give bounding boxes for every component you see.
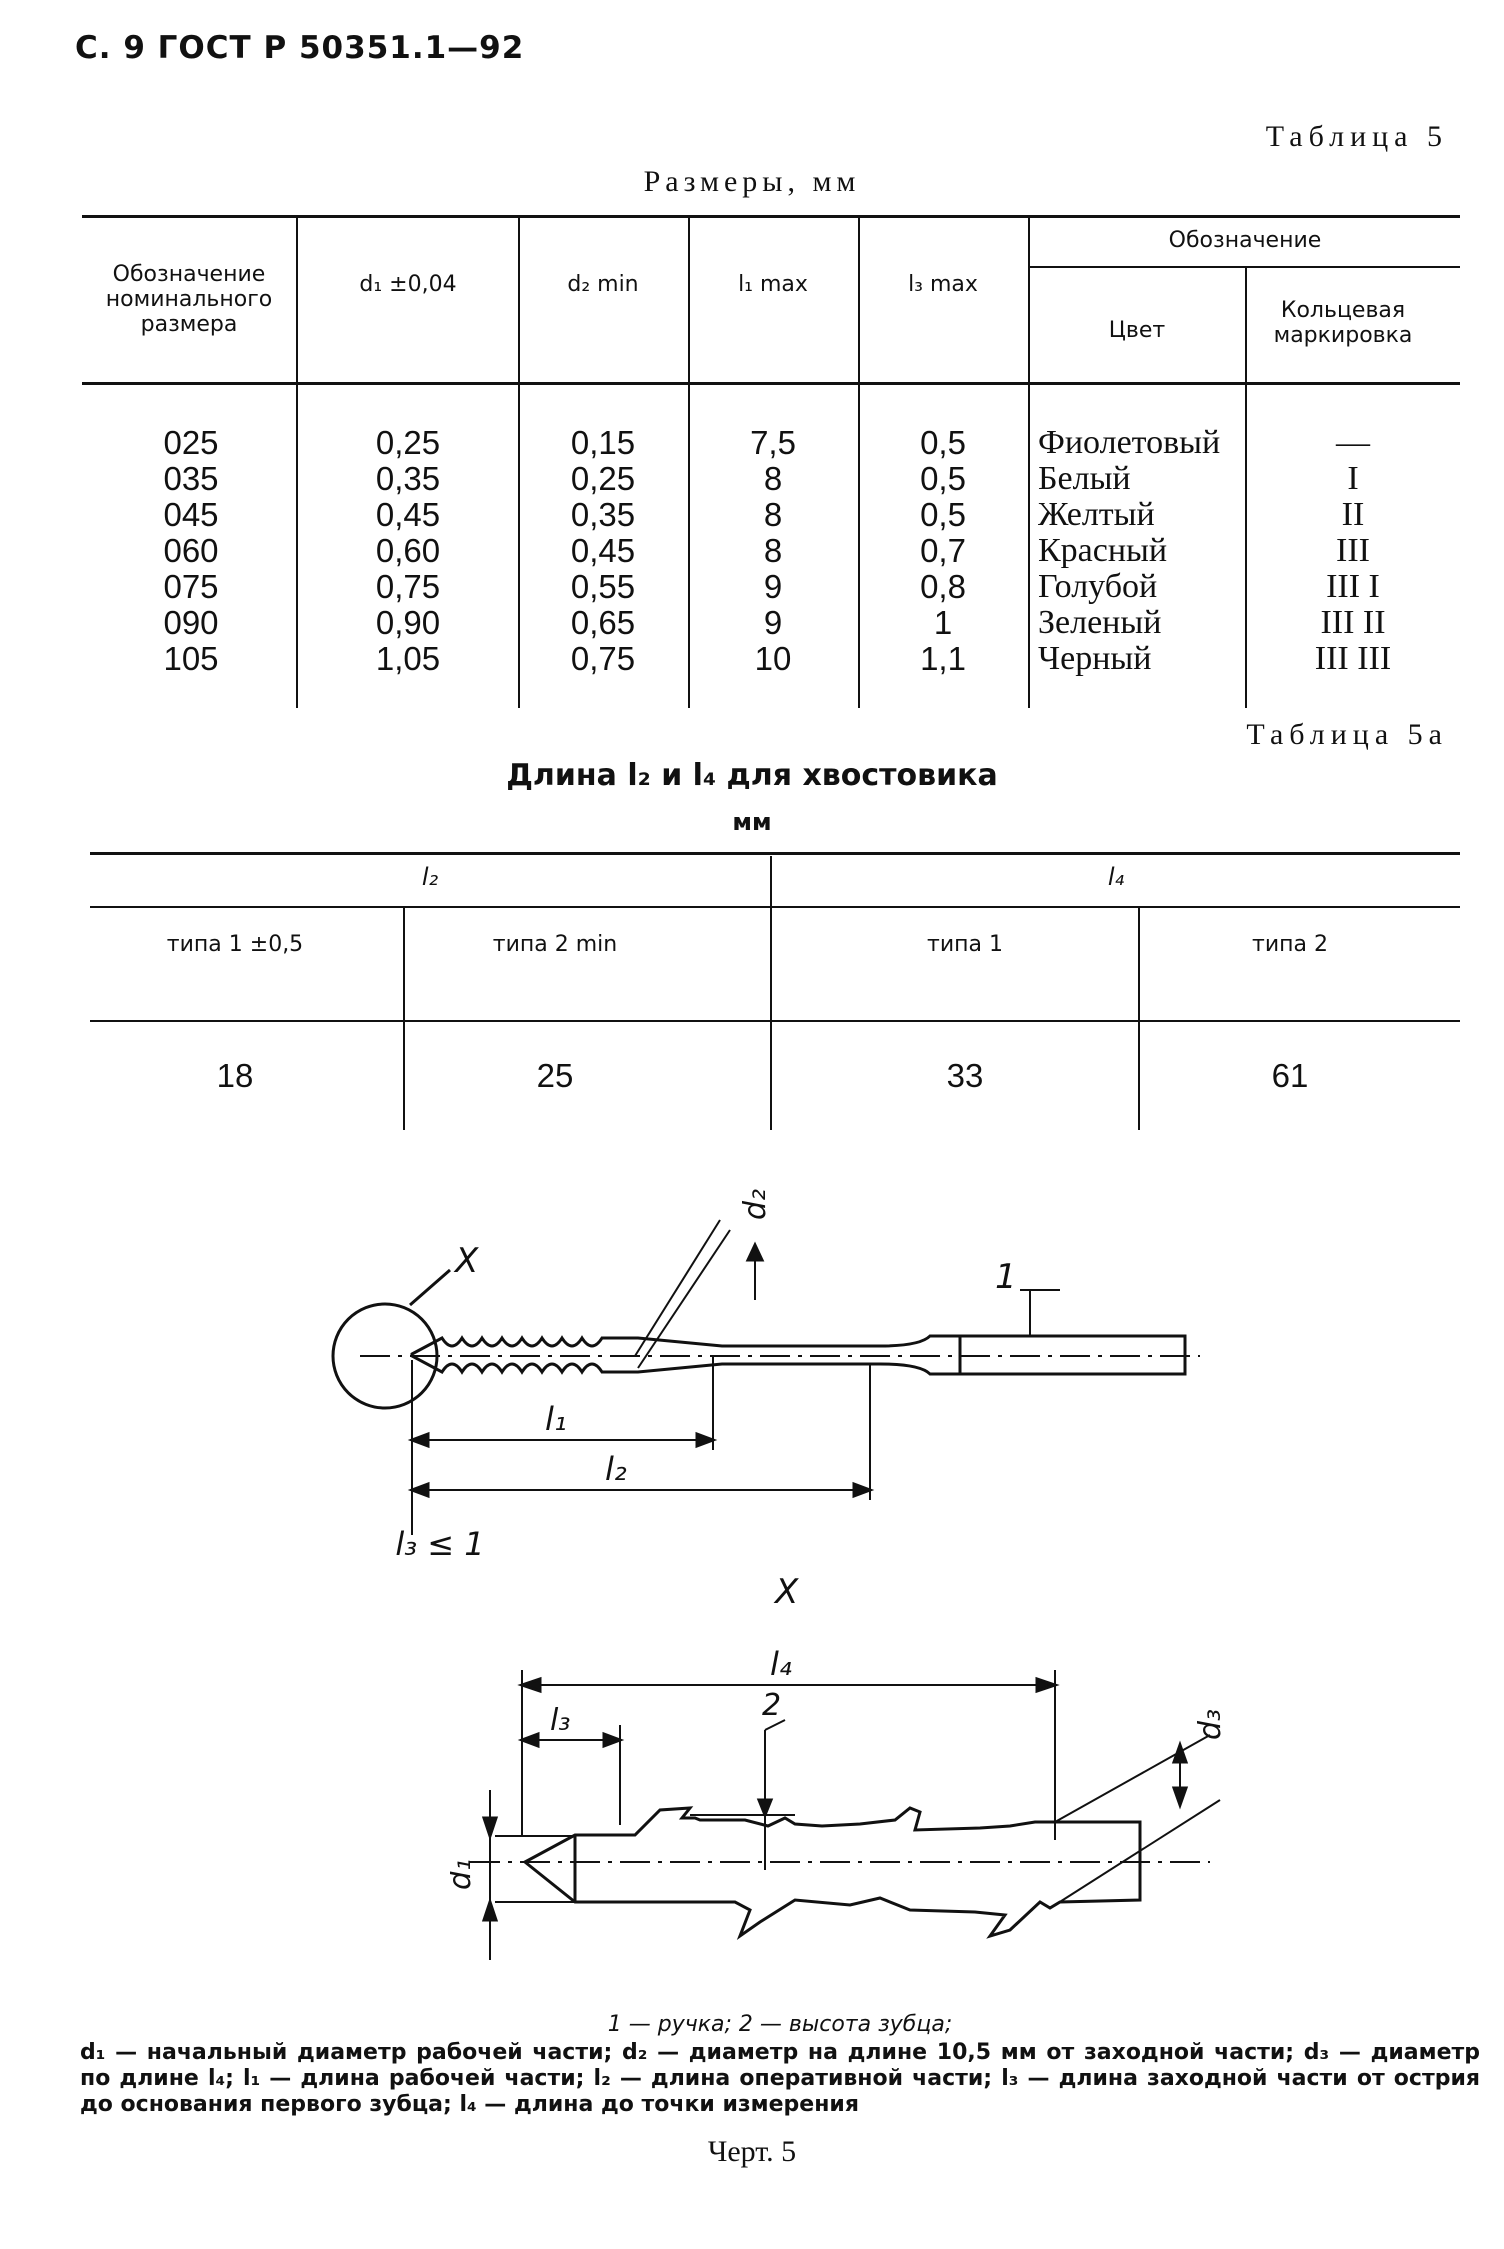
cell-d2: 0,25: [570, 460, 636, 497]
cell-d2: 0,35: [570, 496, 636, 533]
cell-nominal: 090: [163, 604, 219, 641]
cell-color: Белый: [1038, 460, 1131, 497]
cell-d2: 0,65: [570, 604, 636, 641]
subheader-l2-type1: типа 1 ±0,5: [166, 932, 304, 957]
cell-l3: 1: [933, 604, 953, 641]
table5a-unit: мм: [732, 808, 772, 836]
legend-definitions: d₁ — начальный диаметр рабочей части; d₂…: [80, 2040, 1480, 2117]
table5a-caption: Длина l₂ и l₄ для хвостовика: [506, 758, 998, 793]
cell-d1: 0,75: [375, 568, 441, 605]
cell-d2: 0,45: [570, 532, 636, 569]
cell-l1: 9: [763, 604, 783, 641]
cell-d2: 0,75: [570, 640, 636, 677]
label-d1: d₁: [450, 1859, 478, 1890]
cell-color: Зеленый: [1038, 604, 1162, 641]
label-d2: d₂: [738, 1189, 773, 1220]
cell-ring: III II: [1320, 604, 1386, 641]
cell-color: Фиолетовый: [1038, 424, 1221, 461]
cell-l3: 0,5: [920, 460, 966, 497]
header-d2: d₂ min: [567, 272, 639, 297]
header-d1: d₁ ±0,04: [359, 272, 457, 297]
drawing-overview: X d₂ 1 l₁ l₂ l₃ ≤ 1: [331, 1189, 1200, 1560]
subheader-l2-type2: типа 2 min: [492, 932, 618, 957]
cell-ring: —: [1336, 424, 1370, 461]
cell-l1: 7,5: [750, 424, 796, 461]
cell-d2: 0,55: [570, 568, 636, 605]
page-header: С. 9 ГОСТ Р 50351.1—92: [75, 30, 525, 66]
cell-d1: 1,05: [375, 640, 441, 677]
detail-title: X: [775, 1572, 799, 1612]
header-color: Цвет: [1108, 318, 1166, 343]
cell-d2: 0,15: [570, 424, 636, 461]
subheader-l4-type1: типа 1: [927, 932, 1003, 957]
cell-l3: 0,8: [920, 568, 966, 605]
cell-nominal: 060: [163, 532, 219, 569]
label-1: 1: [995, 1257, 1017, 1297]
header-designation: Обозначение: [1168, 228, 1322, 253]
cell-l3: 1,1: [920, 640, 966, 677]
label-x-callout: X: [453, 1241, 479, 1281]
subheader-l4-type2: типа 2: [1252, 932, 1328, 957]
legend-line1: 1 — ручка; 2 — высота зубца;: [607, 2012, 953, 2037]
cell-l1: 10: [754, 640, 792, 677]
label-l4: l₄: [770, 1645, 792, 1683]
cell-color: Черный: [1038, 640, 1152, 677]
label-d3: d₃: [1193, 1709, 1228, 1740]
cell-ring: II: [1341, 496, 1365, 533]
value-l2-type2: 25: [536, 1057, 574, 1094]
cell-color: Голубой: [1038, 568, 1158, 605]
cell-l1: 8: [763, 532, 783, 569]
value-l4-type1: 33: [946, 1057, 984, 1094]
cell-nominal: 025: [163, 424, 219, 461]
cell-l1: 9: [763, 568, 783, 605]
label-l1: l₁: [545, 1400, 567, 1438]
cell-color: Желтый: [1038, 496, 1155, 533]
table5-number: Таблица 5: [1265, 120, 1448, 153]
header-l1: l₁ max: [738, 272, 808, 297]
label-l3: l₃: [550, 1703, 570, 1738]
cell-l1: 8: [763, 496, 783, 533]
cell-l3: 0,5: [920, 424, 966, 461]
cell-color: Красный: [1038, 532, 1168, 569]
cell-d1: 0,60: [375, 532, 441, 569]
group-l2: l₂: [421, 863, 439, 891]
label-l3-le-1: l₃ ≤ 1: [395, 1525, 484, 1560]
header-nominal: Обозначение номинального размера: [105, 262, 273, 337]
value-l4-type2: 61: [1271, 1057, 1309, 1094]
header-l3: l₃ max: [908, 272, 978, 297]
cell-ring: III III: [1314, 640, 1392, 677]
figure-caption: Черт. 5: [707, 2135, 797, 2168]
header-ring: Кольцевая маркировка: [1273, 298, 1413, 348]
cell-ring: I: [1347, 460, 1359, 497]
cell-d1: 0,90: [375, 604, 441, 641]
label-2: 2: [762, 1688, 781, 1723]
cell-nominal: 035: [163, 460, 219, 497]
cell-nominal: 105: [163, 640, 219, 677]
cell-ring: III: [1336, 532, 1370, 569]
cell-nominal: 075: [163, 568, 219, 605]
cell-l1: 8: [763, 460, 783, 497]
cell-d1: 0,45: [375, 496, 441, 533]
cell-l3: 0,7: [920, 532, 966, 569]
cell-l3: 0,5: [920, 496, 966, 533]
table5-caption: Размеры, мм: [643, 165, 861, 198]
drawing-detail-x: l₄ l₃ 2 d₁ d₃: [450, 1645, 1228, 1960]
cell-ring: III I: [1326, 568, 1380, 605]
cell-nominal: 045: [163, 496, 219, 533]
group-l4: l₄: [1107, 863, 1125, 891]
label-l2: l₂: [605, 1450, 627, 1488]
table5a-number: Таблица 5а: [1246, 718, 1448, 751]
cell-d1: 0,35: [375, 460, 441, 497]
value-l2-type1: 18: [216, 1057, 254, 1094]
cell-d1: 0,25: [375, 424, 441, 461]
